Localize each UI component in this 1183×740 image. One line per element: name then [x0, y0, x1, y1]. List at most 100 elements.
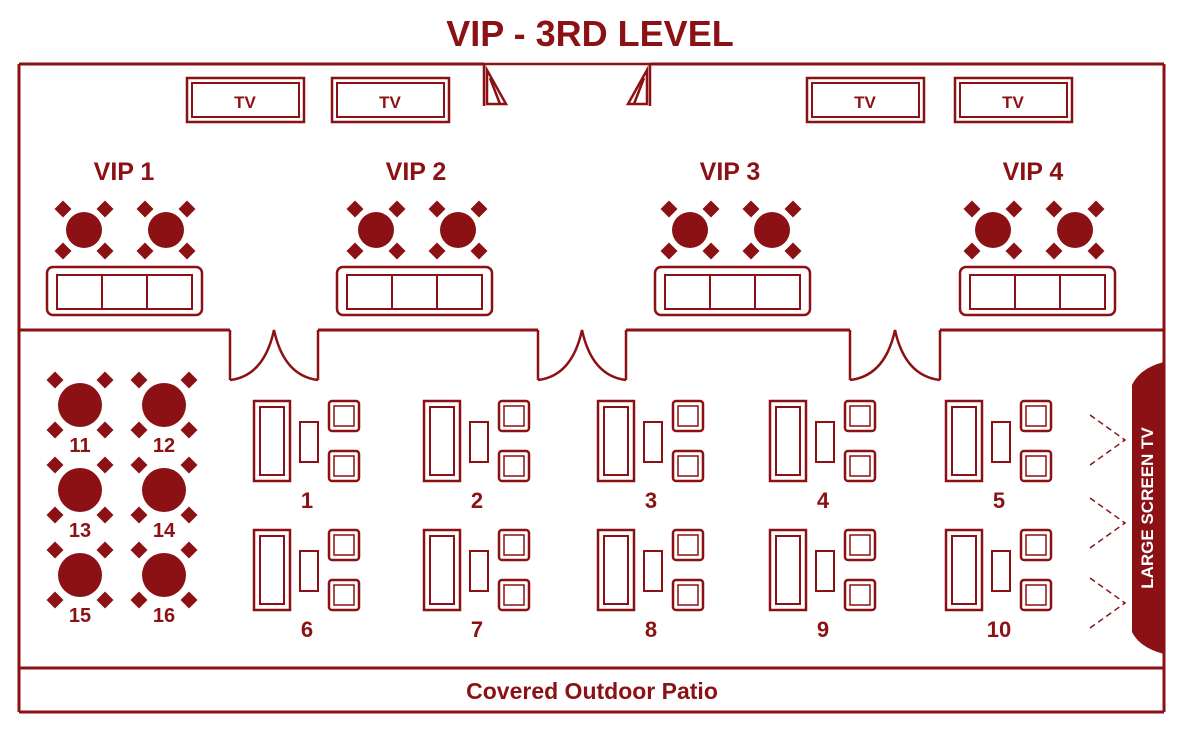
lounge-number: 1 [301, 488, 313, 513]
chair [1005, 242, 1023, 260]
chair [46, 541, 64, 559]
chair [54, 200, 72, 218]
table-top [142, 553, 186, 597]
vip-table [54, 200, 114, 260]
chair [346, 242, 364, 260]
vip-door-3 [848, 329, 942, 382]
vip-table [963, 200, 1023, 260]
table-top [142, 468, 186, 512]
vip-table [742, 200, 802, 260]
round-table-14: 14 [130, 456, 198, 542]
table-number: 14 [153, 520, 176, 542]
vip-table [136, 200, 196, 260]
vip-room-2: VIP 2 [335, 158, 494, 317]
chair [180, 506, 198, 524]
chair [178, 242, 196, 260]
chair [702, 200, 720, 218]
chair [136, 200, 154, 218]
doors [228, 62, 942, 382]
chair [660, 242, 678, 260]
chair [96, 421, 114, 439]
lounge-number: 8 [645, 617, 657, 642]
chair [130, 456, 148, 474]
table-top [142, 383, 186, 427]
vip-room-label: VIP 1 [94, 158, 155, 186]
chair [180, 591, 198, 609]
vip-room-3: VIP 3 [653, 158, 812, 317]
tv-unit: TV [330, 76, 451, 124]
table-number: 15 [69, 605, 91, 627]
chair [130, 421, 148, 439]
chair [180, 421, 198, 439]
entry-door-right-leaf [632, 77, 646, 105]
chair [96, 591, 114, 609]
patio-label: Covered Outdoor Patio [466, 678, 718, 704]
chair [470, 242, 488, 260]
chair [660, 200, 678, 218]
round-table-15: 15 [46, 541, 114, 627]
lounge-set-7: 7 [422, 528, 531, 642]
round-table-13: 13 [46, 456, 114, 542]
lounge-number: 6 [301, 617, 313, 642]
page-title: VIP - 3RD LEVEL [446, 13, 733, 54]
tv-unit: TV [185, 76, 306, 124]
chair [96, 506, 114, 524]
chair [1087, 200, 1105, 218]
chair [1045, 242, 1063, 260]
chair [702, 242, 720, 260]
vip-table [1045, 200, 1105, 260]
table-top [58, 553, 102, 597]
tv-unit: TV [953, 76, 1074, 124]
chair [96, 242, 114, 260]
entry-door-left [485, 65, 509, 106]
table-top [58, 383, 102, 427]
lounge-set-3: 3 [596, 399, 705, 513]
sofa [45, 265, 204, 317]
round-table-16: 16 [130, 541, 198, 627]
tv-label: TV [379, 93, 401, 112]
chair [180, 541, 198, 559]
table-top [440, 212, 476, 248]
view-arrow [1089, 497, 1127, 549]
chair [388, 242, 406, 260]
lounge-number: 7 [471, 617, 483, 642]
vip-table [660, 200, 720, 260]
entry-door-left-leaf [488, 77, 502, 105]
lounge-set-10: 10 [944, 528, 1053, 642]
chair [130, 591, 148, 609]
table-top [58, 468, 102, 512]
chair [784, 242, 802, 260]
chair [742, 242, 760, 260]
sofa [335, 265, 494, 317]
vip-door-1 [228, 329, 320, 382]
chair [46, 421, 64, 439]
chair [54, 242, 72, 260]
table-top [975, 212, 1011, 248]
lounge-number: 5 [993, 488, 1005, 513]
chair [46, 591, 64, 609]
lounge-set-5: 5 [944, 399, 1053, 513]
chair [346, 200, 364, 218]
table-number: 11 [69, 435, 90, 457]
vip-room-label: VIP 4 [1003, 158, 1064, 186]
chair [96, 200, 114, 218]
chair [96, 456, 114, 474]
table-top [148, 212, 184, 248]
chair [130, 506, 148, 524]
sofa [653, 265, 812, 317]
large-screen-label: LARGE SCREEN TV [1138, 427, 1157, 589]
chair [130, 541, 148, 559]
chair [742, 200, 760, 218]
entry-door-right [625, 65, 649, 106]
chair [470, 200, 488, 218]
view-arrow [1089, 414, 1127, 466]
vip-door-2 [536, 329, 628, 382]
chair [388, 200, 406, 218]
chair [428, 242, 446, 260]
chair [180, 456, 198, 474]
lounge-number: 10 [987, 617, 1011, 642]
chair [46, 371, 64, 389]
